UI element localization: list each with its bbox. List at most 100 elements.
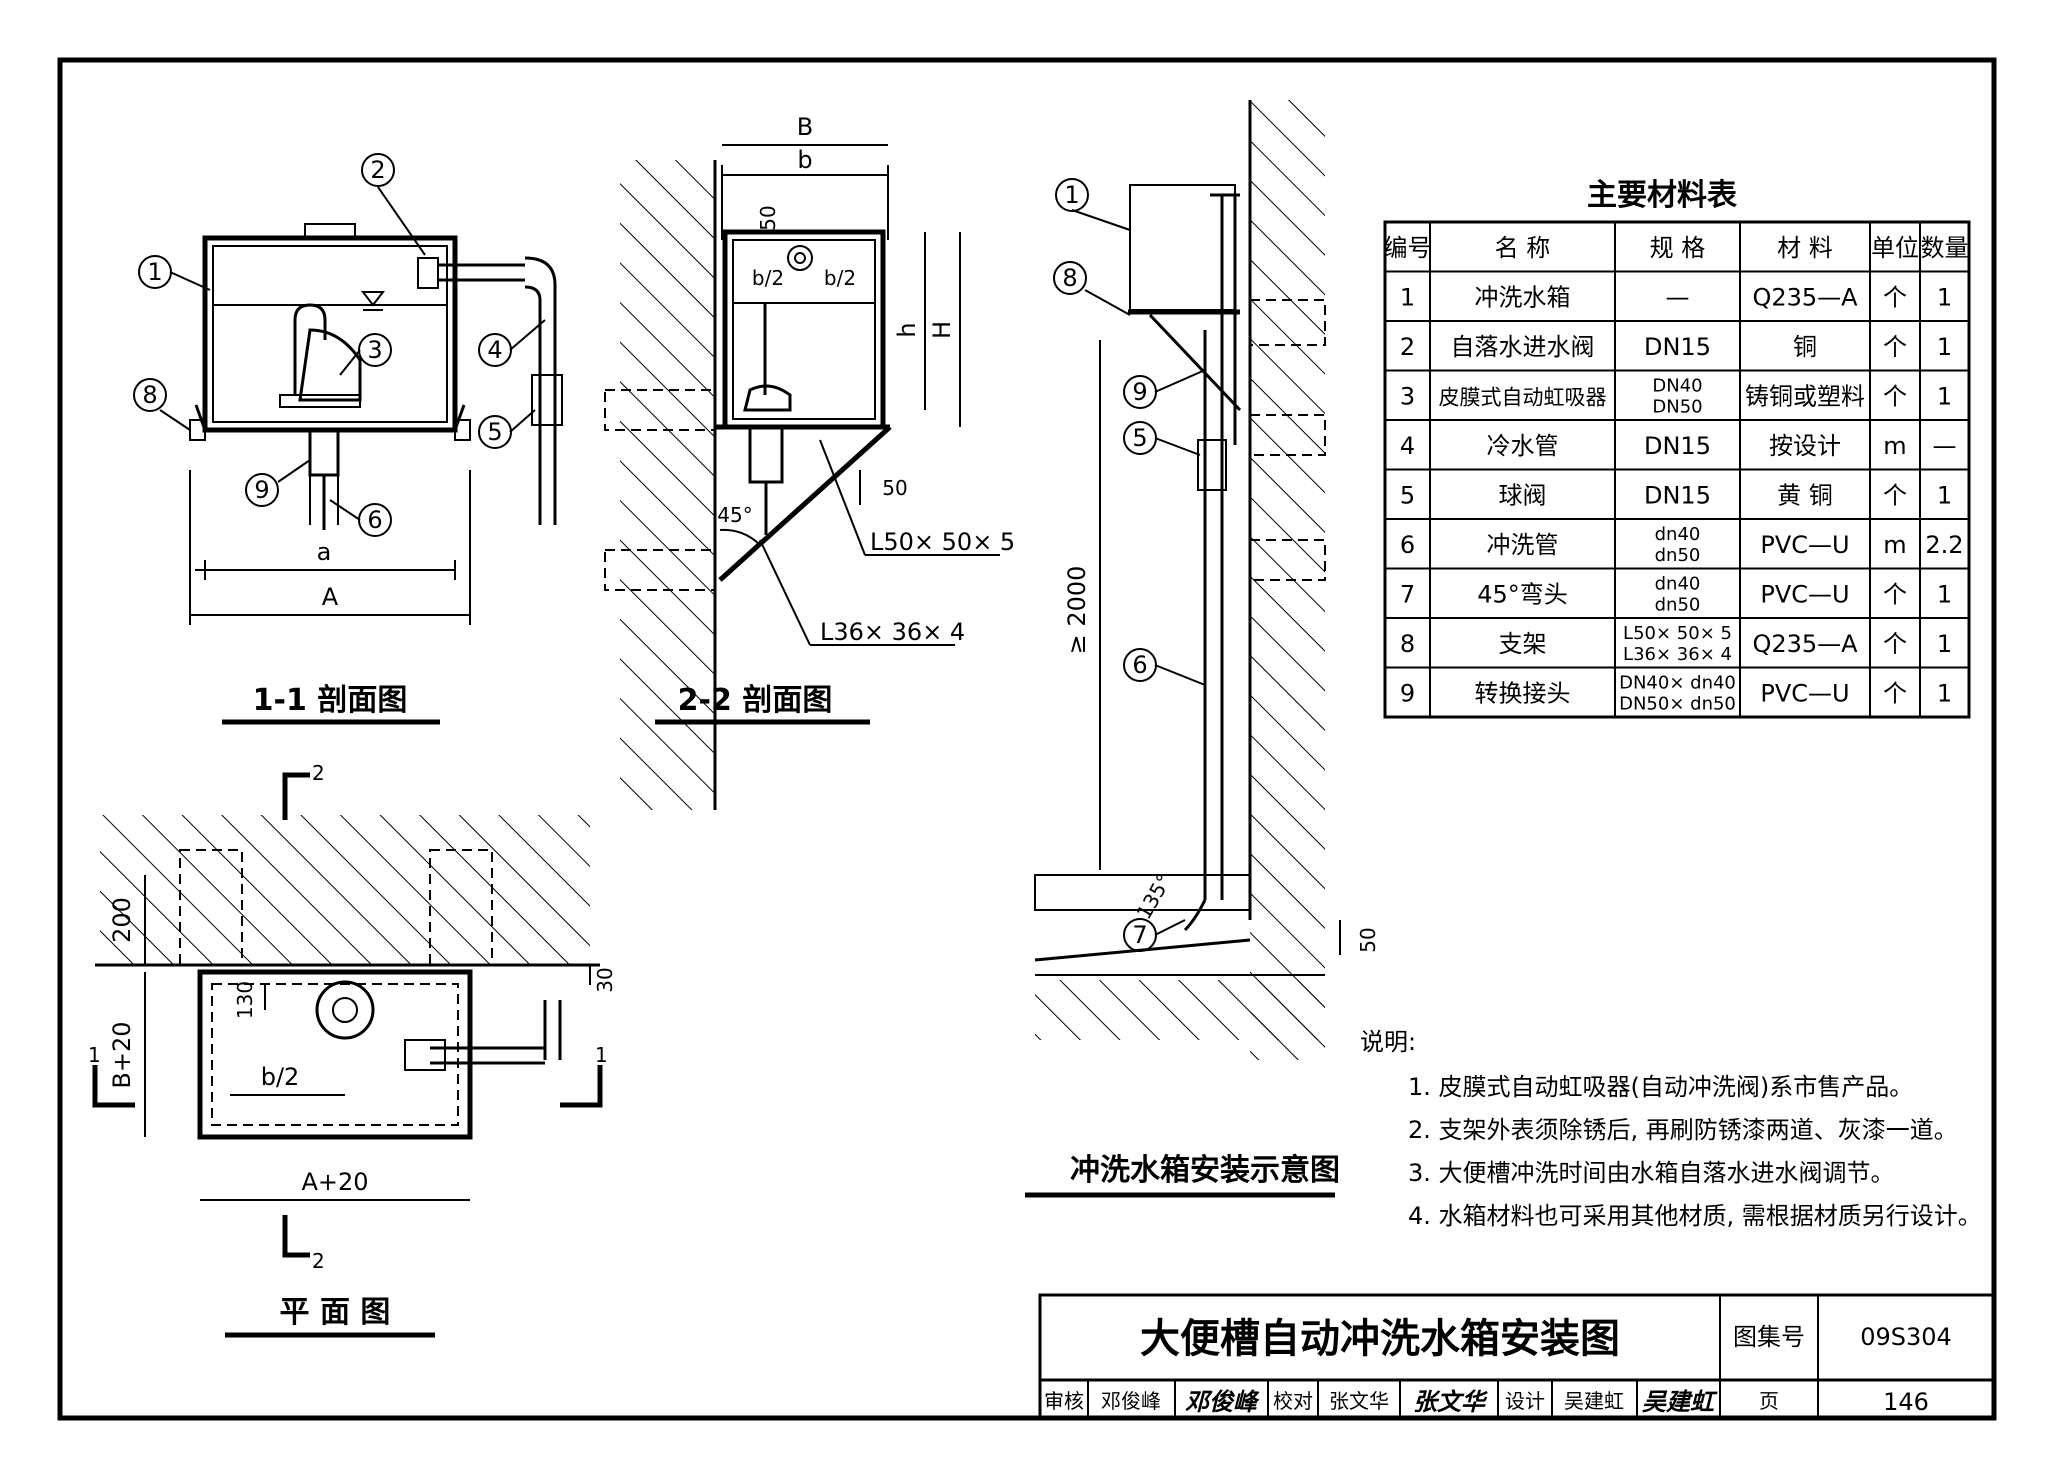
dim-b-half-plan: b/2 xyxy=(261,1063,300,1091)
note-2: 2. 支架外表须除锈后, 再刷防锈漆两道、灰漆一道。 xyxy=(1408,1116,1958,1144)
callout-6-install xyxy=(1123,648,1157,682)
table-cell: 1 xyxy=(1937,283,1952,311)
svg-text:1: 1 xyxy=(595,1043,608,1067)
note-3: 3. 大便槽冲洗时间由水箱自落水进水阀调节。 xyxy=(1408,1159,1895,1187)
table-cell: 1 xyxy=(1937,630,1952,658)
table-cell: DN40× dn40 xyxy=(1619,673,1736,694)
table-cell: DN15 xyxy=(1644,432,1711,460)
table-cell: 铜 xyxy=(1793,333,1817,361)
table-cell: 冲洗管 xyxy=(1487,531,1559,559)
table-cell: 2.2 xyxy=(1925,531,1963,559)
section-mark-2-top xyxy=(282,772,310,820)
table-cell: 铸铜或塑料 xyxy=(1745,382,1865,410)
table-cell: dn40 xyxy=(1655,574,1701,595)
svg-text:1: 1 xyxy=(88,1043,101,1067)
dim-50-floor: 50 xyxy=(1356,927,1380,952)
table-header-cell: 单位 xyxy=(1871,234,1919,262)
install-title: 冲洗水箱安装示意图 xyxy=(1070,1153,1340,1188)
dim-B20: B+20 xyxy=(108,1021,136,1088)
svg-text:5: 5 xyxy=(1132,424,1147,452)
section22-title: 2-2 剖面图 xyxy=(678,683,833,718)
table-cell: 1 xyxy=(1937,679,1952,707)
wall-hatch xyxy=(620,160,715,810)
table-cell: 冷水管 xyxy=(1487,432,1559,460)
section-2-2: B b b/2 b/2 50 h H 50 45° L50× 50× 5 L36… xyxy=(604,113,1015,810)
dim-30: 30 xyxy=(593,967,617,992)
callout-2 xyxy=(361,153,395,187)
checker: 张文华 xyxy=(1329,1389,1389,1413)
svg-text:6: 6 xyxy=(367,506,382,534)
svg-text:设计: 设计 xyxy=(1505,1389,1545,1413)
bracket-brace xyxy=(718,425,892,582)
table-header-cell: 编号 xyxy=(1384,234,1432,262)
table-cell: 个 xyxy=(1883,333,1907,361)
table-cell: DN15 xyxy=(1644,481,1711,509)
plan-wall-hatch xyxy=(100,815,590,965)
svg-text:审核: 审核 xyxy=(1044,1389,1084,1413)
svg-text:1: 1 xyxy=(147,258,162,286)
table-header-cell: 规 格 xyxy=(1650,234,1706,262)
table-cell: 4 xyxy=(1400,432,1415,460)
table-cell: m xyxy=(1883,531,1906,559)
angle-135: 135° xyxy=(1131,870,1176,924)
table-cell: DN15 xyxy=(1644,333,1711,361)
sheet-frame xyxy=(57,57,1997,1421)
note-1: 1. 皮膜式自动虹吸器(自动冲洗阀)系市售产品。 xyxy=(1408,1073,1913,1101)
table-cell: 9 xyxy=(1400,679,1415,707)
table-cell: PVC—U xyxy=(1760,679,1849,707)
table-cell: 个 xyxy=(1883,481,1907,509)
svg-text:3: 3 xyxy=(367,336,382,364)
table-cell: 1 xyxy=(1937,580,1952,608)
table-cell: 1 xyxy=(1937,481,1952,509)
table-cell: 3 xyxy=(1400,382,1415,410)
designer: 吴建虹 xyxy=(1564,1389,1624,1413)
table-cell: PVC—U xyxy=(1760,580,1849,608)
table-cell: 个 xyxy=(1883,679,1907,707)
table-cell: L50× 50× 5 xyxy=(1623,623,1732,644)
install-tank xyxy=(1129,184,1236,311)
table-header-cell: 数量 xyxy=(1921,234,1969,262)
table-cell: 1 xyxy=(1937,382,1952,410)
section-1-1: a A 1-1 剖面图 xyxy=(189,223,563,725)
table-cell: 8 xyxy=(1400,630,1415,658)
svg-text:4: 4 xyxy=(487,336,502,364)
section-mark-1-right xyxy=(560,1065,603,1108)
table-cell: Q235—A xyxy=(1752,283,1858,311)
callouts: 1 2 3 4 5 6 8 9 1 8 9 5 6 xyxy=(133,153,1206,952)
note-4: 4. 水箱材料也可采用其他材质, 需根据材质另行设计。 xyxy=(1408,1202,1982,1230)
page-number: 146 xyxy=(1883,1388,1929,1416)
reviewer-signature: 邓俊峰 xyxy=(1185,1388,1260,1416)
ball-valve xyxy=(531,374,563,426)
dim-A20: A+20 xyxy=(301,1168,368,1196)
dim-A: A xyxy=(322,583,339,611)
svg-text:2: 2 xyxy=(312,1249,325,1273)
dim-b-half-left: b/2 xyxy=(752,266,784,290)
table-cell: — xyxy=(1666,283,1690,311)
inlet-valve xyxy=(417,257,439,289)
section11-title: 1-1 剖面图 xyxy=(253,683,408,718)
table-cell: 7 xyxy=(1400,580,1415,608)
siphon-valve xyxy=(298,328,362,402)
angle-steel-2: L36× 36× 4 xyxy=(820,618,965,646)
svg-text:6: 6 xyxy=(1132,651,1147,679)
table-cell: dn50 xyxy=(1655,545,1701,566)
callout-7-install xyxy=(1123,918,1157,952)
table-cell: 球阀 xyxy=(1499,481,1547,509)
table-cell: Q235—A xyxy=(1752,630,1858,658)
table-cell: 5 xyxy=(1400,481,1415,509)
callout-9 xyxy=(245,473,279,507)
reviewer: 邓俊峰 xyxy=(1101,1389,1161,1413)
angle-steel-1: L50× 50× 5 xyxy=(870,528,1015,556)
cold-water-pipe xyxy=(524,256,557,525)
svg-text:7: 7 xyxy=(1132,921,1147,949)
install-view: ≥ 2000 135° 50 冲洗水箱安装示意图 xyxy=(1025,100,1380,1198)
table-cell: 冲洗水箱 xyxy=(1475,283,1571,311)
dim-ge2000: ≥ 2000 xyxy=(1063,566,1091,655)
checker-signature: 张文华 xyxy=(1413,1388,1488,1416)
callout-3 xyxy=(358,333,392,367)
adapter-joint xyxy=(308,428,340,477)
dim-h: h xyxy=(893,322,921,337)
callout-4 xyxy=(478,333,512,367)
svg-text:5: 5 xyxy=(487,418,502,446)
